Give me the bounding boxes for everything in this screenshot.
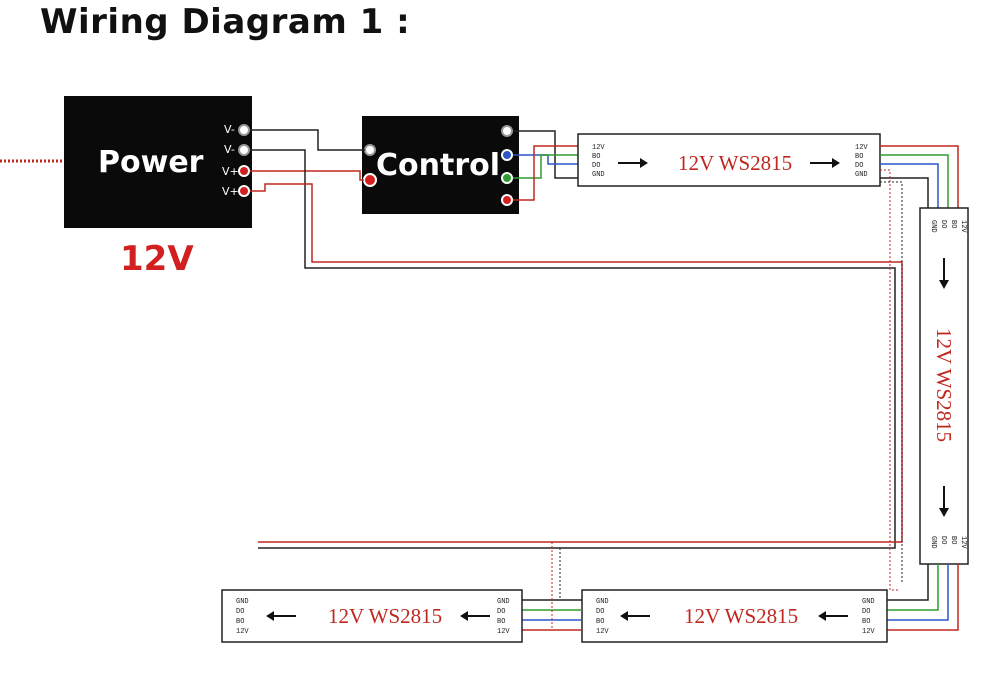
control-out-3 bbox=[501, 172, 513, 184]
strip-top-label: 12V WS2815 bbox=[678, 151, 792, 175]
control-box bbox=[362, 116, 519, 214]
strip-right-in-pin-1: GND bbox=[929, 220, 937, 233]
arrow-left-icon bbox=[620, 611, 628, 621]
arrow-down-icon bbox=[939, 508, 949, 517]
strip-bl-in-pin-1: GND bbox=[497, 598, 510, 606]
power-terminal-1 bbox=[238, 124, 250, 136]
strip-right-in-pin-2: DO bbox=[939, 220, 947, 228]
strip-bl-out-pin-1: GND bbox=[236, 598, 249, 606]
wire-ctrl-green bbox=[513, 154, 578, 179]
strip-top-out-pin-2: BO bbox=[855, 153, 863, 161]
strip-bl-out-pin-2: DO bbox=[236, 608, 244, 616]
strip-br-in-pin-3: BO bbox=[862, 618, 870, 626]
wire-power-red-loop bbox=[250, 183, 903, 543]
wire-vplus-control bbox=[250, 170, 364, 181]
strip-br-in-pin-4: 12V bbox=[862, 628, 875, 636]
strip-right-label: 12V WS2815 bbox=[932, 328, 956, 442]
wire-power-black-loop bbox=[250, 149, 896, 549]
strip-br-out-pin-4: 12V bbox=[596, 628, 609, 636]
strip-top-out-pin-4: GND bbox=[855, 171, 868, 179]
strip-right-in-pin-4: 12V bbox=[959, 220, 967, 233]
wire-dotted-black-right bbox=[880, 181, 903, 582]
power-pin-2: V- bbox=[224, 143, 235, 156]
power-voltage: 12V bbox=[120, 239, 194, 279]
power-pin-1: V- bbox=[224, 123, 235, 136]
arrow-left-icon bbox=[460, 611, 468, 621]
control-out-1 bbox=[501, 125, 513, 137]
control-in-red bbox=[363, 173, 377, 187]
wire-ctrl-blue bbox=[513, 154, 578, 165]
strip-top bbox=[577, 133, 881, 187]
strip-bl-label: 12V WS2815 bbox=[328, 604, 442, 628]
wire-ctrl-red bbox=[513, 145, 578, 201]
arrow-left-icon bbox=[266, 611, 274, 621]
wire-top-right-red bbox=[880, 145, 959, 208]
strip-right-out-pin-1: GND bbox=[929, 536, 937, 549]
wire-vminus-control bbox=[250, 129, 365, 151]
power-pin-3: V+ bbox=[222, 165, 239, 178]
power-box bbox=[64, 96, 252, 228]
arrow-right-icon bbox=[832, 158, 840, 168]
strip-right-out-pin-3: BO bbox=[949, 536, 957, 544]
strip-top-in-pin-2: BO bbox=[592, 153, 600, 161]
arrow-down-icon bbox=[939, 280, 949, 289]
page-title: Wiring Diagram 1 : bbox=[40, 2, 411, 42]
strip-bl-in-pin-2: DO bbox=[497, 608, 505, 616]
control-out-4 bbox=[501, 194, 513, 206]
wire-top-right-blue bbox=[880, 163, 939, 208]
strip-top-in-pin-3: DO bbox=[592, 162, 600, 170]
power-pin-4: V+ bbox=[222, 185, 239, 198]
strip-bl-in-pin-4: 12V bbox=[497, 628, 510, 636]
strip-br-out-pin-1: GND bbox=[596, 598, 609, 606]
power-label: Power bbox=[98, 145, 204, 180]
strip-bl-out-pin-4: 12V bbox=[236, 628, 249, 636]
wire-top-right-green bbox=[880, 154, 949, 208]
strip-right-out-pin-4: 12V bbox=[959, 536, 967, 549]
strip-bl-in-pin-3: BO bbox=[497, 618, 505, 626]
control-in-black bbox=[364, 144, 376, 156]
power-terminal-4 bbox=[238, 185, 250, 197]
strip-right-out-pin-2: DO bbox=[939, 536, 947, 544]
strip-br-in-pin-1: GND bbox=[862, 598, 875, 606]
strip-top-out-pin-1: 12V bbox=[855, 144, 868, 152]
arrow-right-icon bbox=[640, 158, 648, 168]
strip-bl-out-pin-3: BO bbox=[236, 618, 244, 626]
strip-br-out-pin-2: DO bbox=[596, 608, 604, 616]
wire-dotted-red-right bbox=[880, 169, 900, 591]
strip-br-in-pin-2: DO bbox=[862, 608, 870, 616]
control-out-2 bbox=[501, 149, 513, 161]
strip-br-out-pin-3: BO bbox=[596, 618, 604, 626]
wire-right-bottom-black bbox=[887, 564, 929, 601]
strip-br-label: 12V WS2815 bbox=[684, 604, 798, 628]
wire-top-right-black bbox=[880, 177, 929, 208]
power-terminal-3 bbox=[238, 165, 250, 177]
strip-right-in-pin-3: BO bbox=[949, 220, 957, 228]
strip-top-out-pin-3: DO bbox=[855, 162, 863, 170]
wire-right-bottom-blue bbox=[887, 564, 949, 621]
wire-right-bottom-red bbox=[887, 564, 959, 631]
strip-top-in-pin-1: 12V bbox=[592, 144, 605, 152]
arrow-left-icon bbox=[818, 611, 826, 621]
control-label: Control bbox=[376, 148, 500, 183]
power-terminal-2 bbox=[238, 144, 250, 156]
wire-right-bottom-green bbox=[887, 564, 939, 611]
strip-top-in-pin-4: GND bbox=[592, 171, 605, 179]
